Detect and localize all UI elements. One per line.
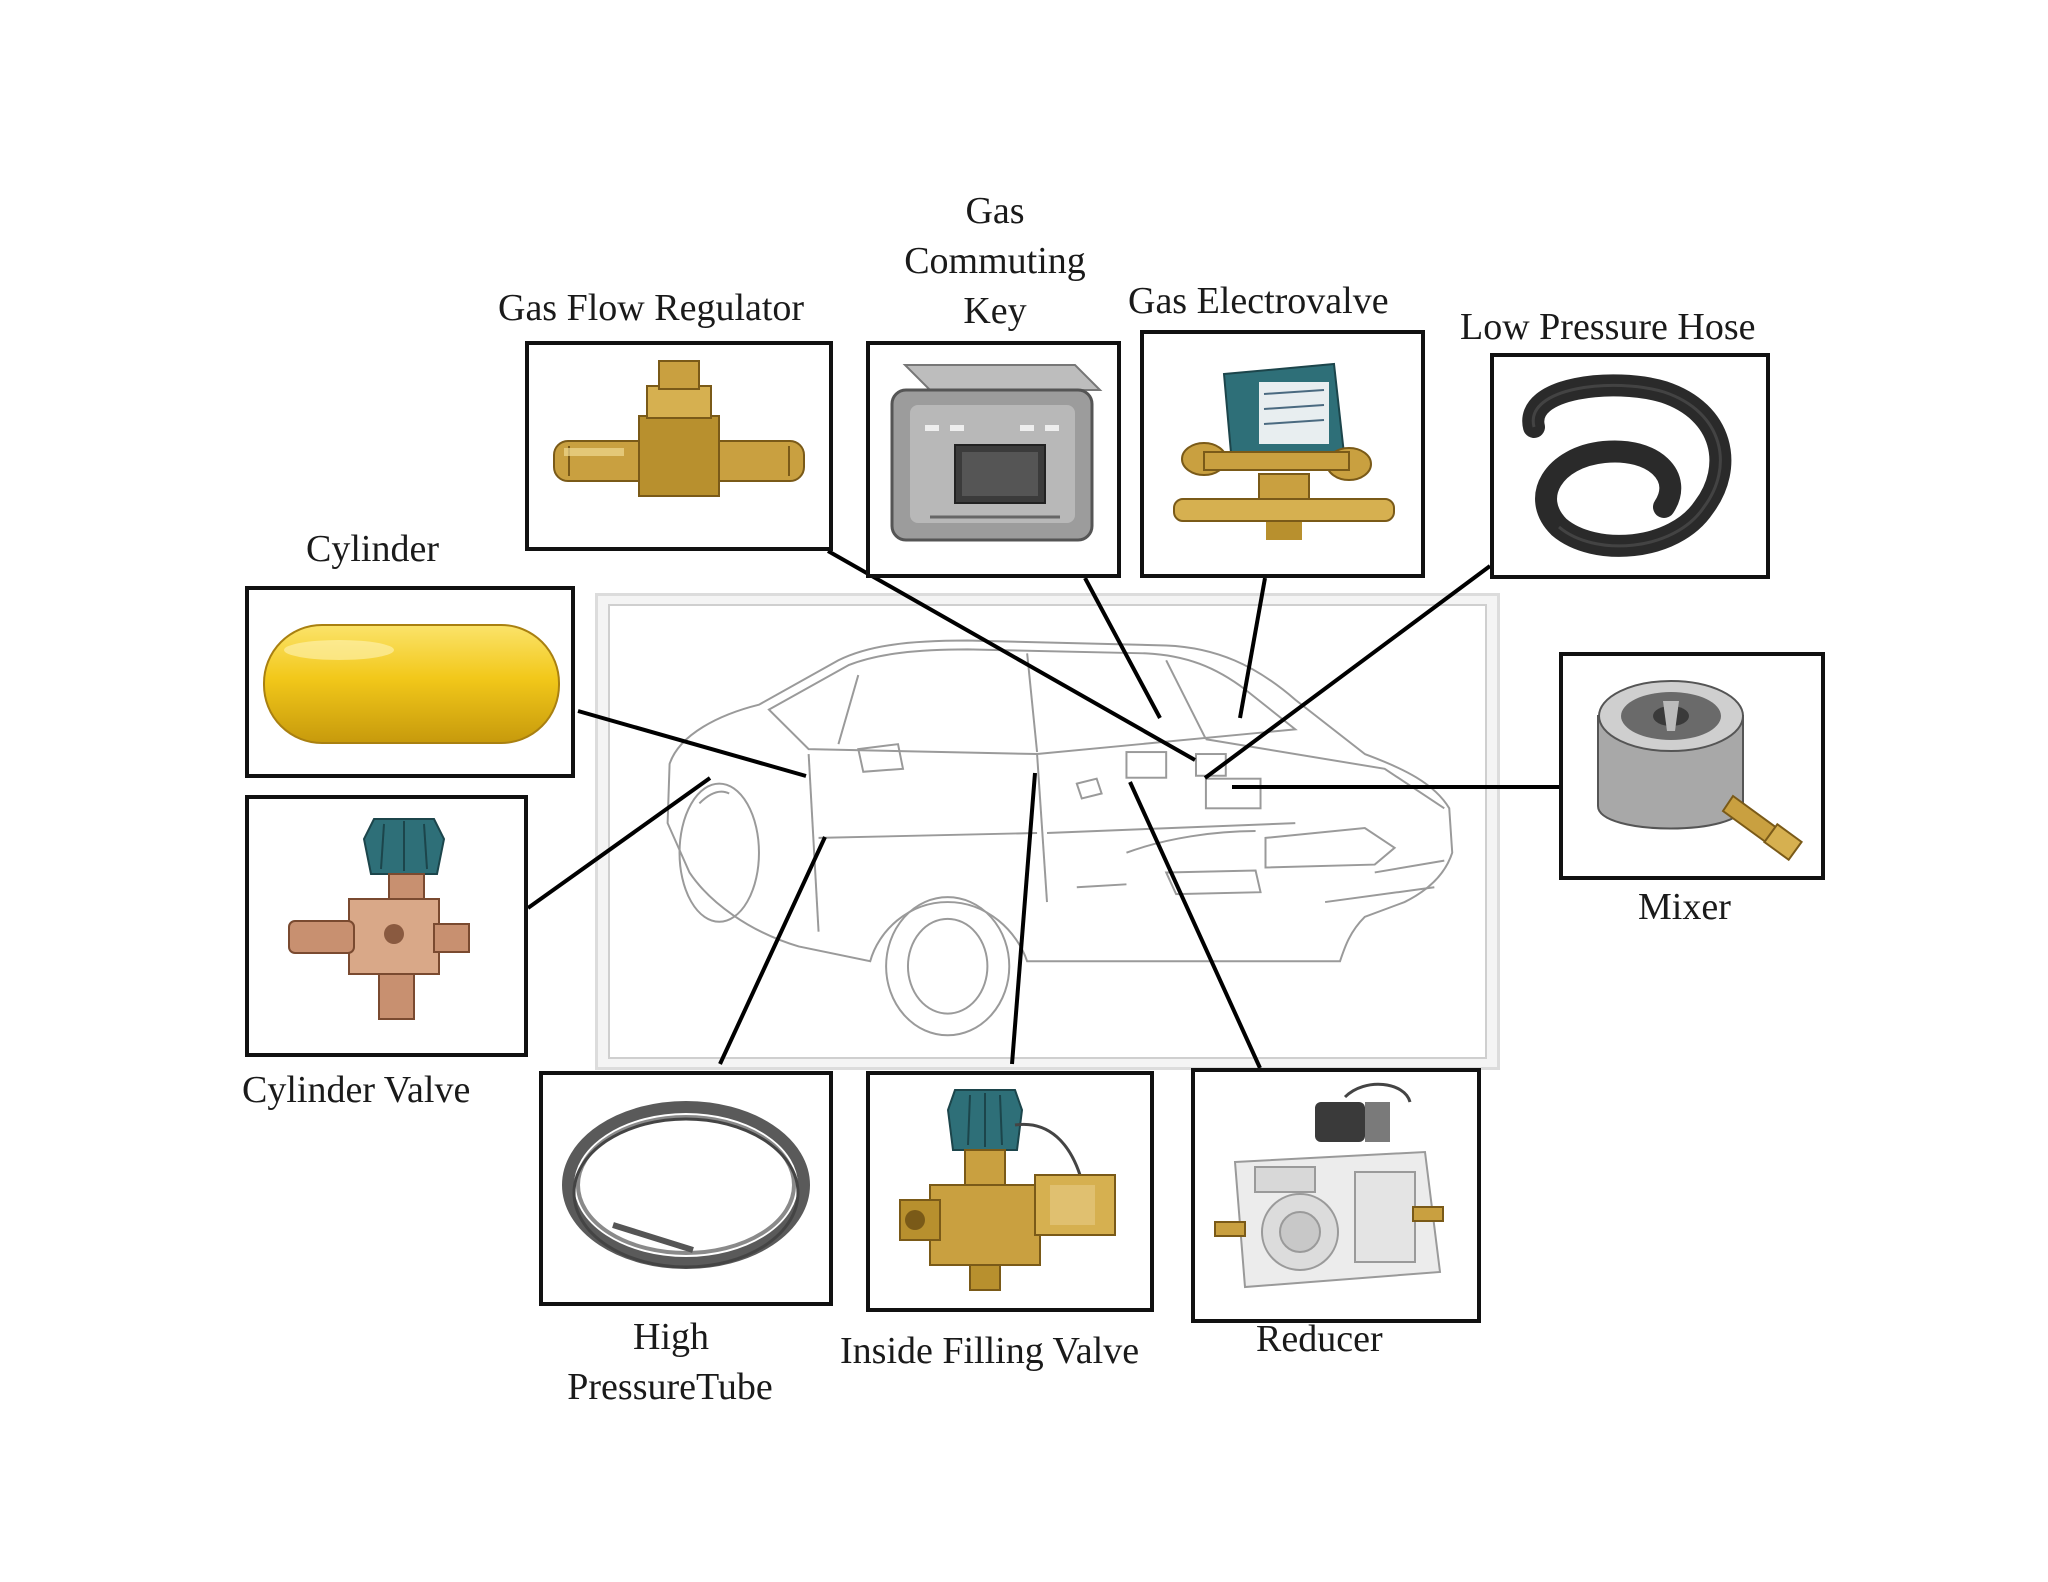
mixer-image xyxy=(1559,652,1825,880)
label-gas-flow-regulator: Gas Flow Regulator xyxy=(498,287,805,329)
gas-flow-regulator-image xyxy=(525,341,833,551)
car-outline-drawing xyxy=(666,639,1454,1037)
yellow-gas-cylinder-icon xyxy=(263,624,560,744)
label-mixer: Mixer xyxy=(1638,886,1731,928)
mixer-icon xyxy=(1597,680,1803,862)
high-pressure-tube-image xyxy=(539,1071,833,1306)
label-gas-electrovalve: Gas Electrovalve xyxy=(1128,280,1389,322)
inside-filling-valve-image xyxy=(866,1071,1154,1312)
label-gas-commuting-key-2: Commuting xyxy=(904,240,1086,282)
switch-panel-icon xyxy=(890,364,1103,542)
reducer-icon xyxy=(1214,1082,1444,1289)
cylinder-image xyxy=(245,586,575,778)
gas-electrovalve-image xyxy=(1140,330,1425,578)
label-high-pressure-tube-1: High xyxy=(633,1316,709,1358)
coiled-hose-icon xyxy=(1522,374,1732,557)
reducer-image xyxy=(1191,1068,1481,1323)
gas-commuting-key-image xyxy=(866,341,1121,578)
label-gas-commuting-key-1: Gas xyxy=(965,190,1025,232)
label-inside-filling-valve: Inside Filling Valve xyxy=(840,1330,1140,1372)
car-diagram-panel xyxy=(595,593,1500,1070)
label-low-pressure-hose: Low Pressure Hose xyxy=(1460,306,1756,348)
filling-valve-icon xyxy=(899,1089,1116,1291)
low-pressure-hose-image xyxy=(1490,353,1770,579)
cylinder-valve-icon xyxy=(288,818,470,1020)
label-cylinder-valve: Cylinder Valve xyxy=(242,1069,471,1111)
label-reducer: Reducer xyxy=(1256,1318,1383,1360)
label-cylinder: Cylinder xyxy=(306,528,439,570)
label-gas-commuting-key-3: Key xyxy=(963,290,1027,332)
electrovalve-icon xyxy=(1173,362,1395,540)
label-high-pressure-tube-2: PressureTube xyxy=(567,1366,773,1408)
brass-tee-fitting-icon xyxy=(553,360,805,497)
coiled-tube-icon xyxy=(562,1101,810,1269)
cylinder-valve-image xyxy=(245,795,528,1057)
